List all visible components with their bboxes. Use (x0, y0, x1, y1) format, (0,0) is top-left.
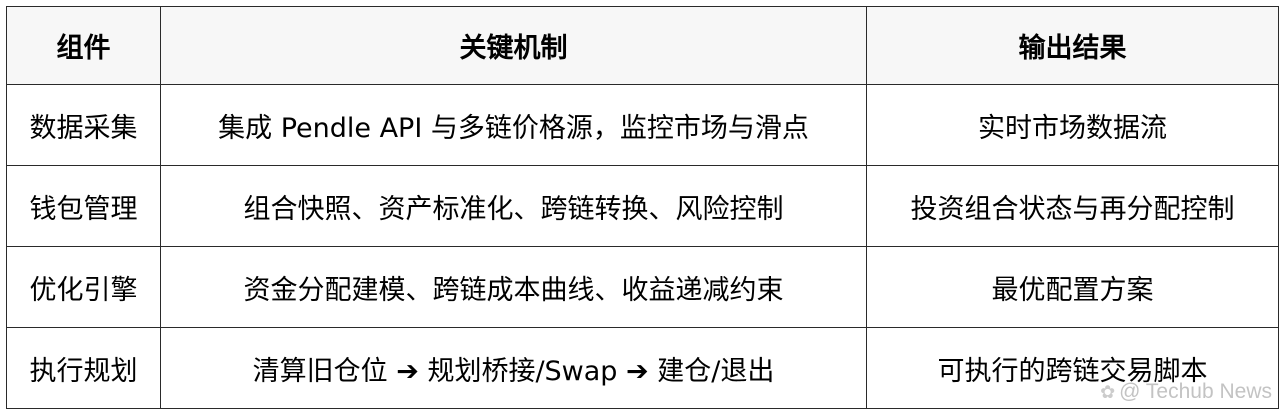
cell-mechanism: 组合快照、资产标准化、跨链转换、风险控制 (160, 165, 867, 247)
cell-mechanism: 资金分配建模、跨链成本曲线、收益递减约束 (160, 246, 867, 328)
comparison-table-container: 组件 关键机制 输出结果 数据采集 集成 Pendle API 与多链价格源，监… (6, 6, 1279, 409)
cell-component: 执行规划 (6, 327, 161, 409)
comparison-table: 组件 关键机制 输出结果 数据采集 集成 Pendle API 与多链价格源，监… (6, 6, 1279, 409)
cell-output: 可执行的跨链交易脚本 (866, 327, 1279, 409)
header-component: 组件 (6, 6, 161, 85)
cell-component: 优化引擎 (6, 246, 161, 328)
table-row: 执行规划 清算旧仓位 ➔ 规划桥接/Swap ➔ 建仓/退出 可执行的跨链交易脚… (6, 327, 1279, 409)
table-row: 数据采集 集成 Pendle API 与多链价格源，监控市场与滑点 实时市场数据… (6, 84, 1279, 166)
table-row: 优化引擎 资金分配建模、跨链成本曲线、收益递减约束 最优配置方案 (6, 246, 1279, 328)
cell-mechanism: 集成 Pendle API 与多链价格源，监控市场与滑点 (160, 84, 867, 166)
table-header-row: 组件 关键机制 输出结果 (6, 6, 1279, 85)
header-output: 输出结果 (866, 6, 1279, 85)
cell-output: 投资组合状态与再分配控制 (866, 165, 1279, 247)
table-row: 钱包管理 组合快照、资产标准化、跨链转换、风险控制 投资组合状态与再分配控制 (6, 165, 1279, 247)
cell-output: 最优配置方案 (866, 246, 1279, 328)
cell-component: 钱包管理 (6, 165, 161, 247)
cell-component: 数据采集 (6, 84, 161, 166)
watermark-text: @ Techub News (1119, 380, 1272, 403)
flower-logo-icon: ✿ (1100, 381, 1116, 402)
cell-output: 实时市场数据流 (866, 84, 1279, 166)
cell-mechanism: 清算旧仓位 ➔ 规划桥接/Swap ➔ 建仓/退出 (160, 327, 867, 409)
watermark: ✿ @ Techub News (1100, 380, 1272, 404)
header-mechanism: 关键机制 (160, 6, 867, 85)
